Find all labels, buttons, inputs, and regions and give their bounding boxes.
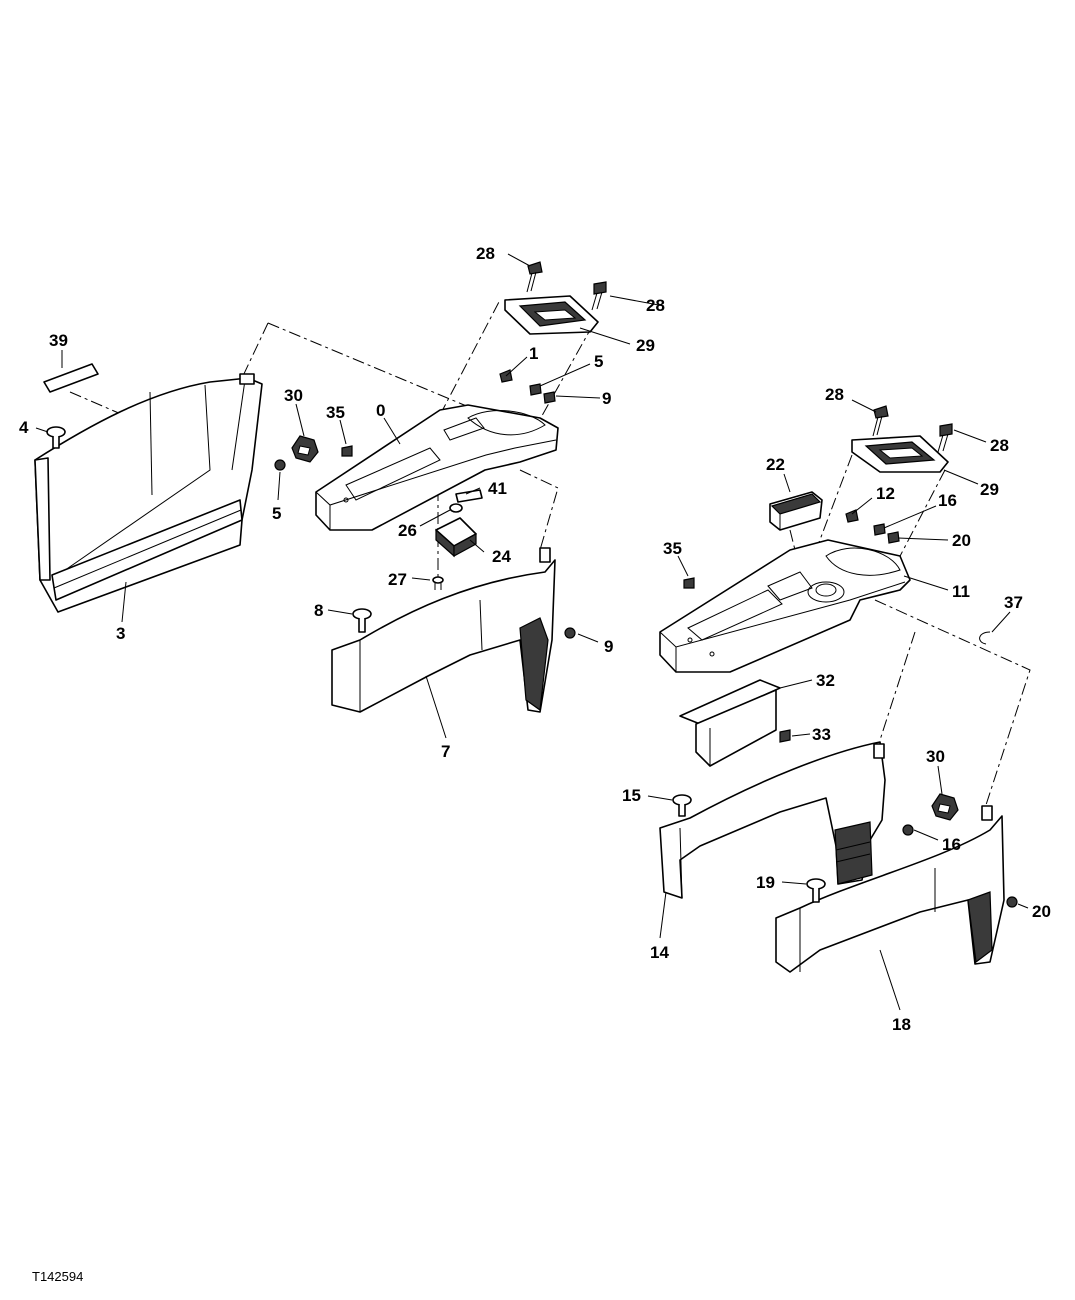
callout-9a: 9 (602, 389, 611, 408)
callout-14: 14 (650, 943, 669, 962)
nut-20b-part (1006, 896, 1018, 908)
callout-15: 15 (622, 786, 641, 805)
callout-11: 11 (952, 582, 970, 601)
screw-5a-part (529, 383, 542, 396)
clip-37-part (979, 631, 991, 645)
callout-1: 1 (529, 344, 538, 363)
callout-20a: 20 (952, 531, 971, 550)
callout-28d: 28 (990, 436, 1009, 455)
push-rivet-19-part (806, 878, 826, 903)
plug-35-left-part (341, 445, 353, 457)
push-rivet-4-part (46, 426, 66, 449)
screw-16a-part (873, 523, 886, 536)
push-rivet-15-part (672, 794, 692, 817)
callout-37: 37 (1004, 593, 1023, 612)
callout-26: 26 (398, 521, 417, 540)
callout-30a: 30 (284, 386, 303, 405)
callout-27: 27 (388, 570, 407, 589)
nut-16b-part (902, 824, 914, 836)
figure-id: T142594 (32, 1269, 83, 1284)
bracket-24-part (435, 517, 477, 558)
top-console-right-part (659, 539, 911, 673)
screw-28d-part (937, 423, 953, 453)
callout-5a: 5 (594, 352, 603, 371)
label-41-part (455, 489, 483, 503)
screw-27-part (432, 576, 444, 590)
callout-32: 32 (816, 671, 835, 690)
lower-panel-left-part (331, 547, 556, 713)
screw-20a-part (887, 531, 900, 544)
callout-3: 3 (116, 624, 125, 643)
callout-33: 33 (812, 725, 831, 744)
screw-12-part (845, 509, 859, 523)
screw-33-part (779, 729, 791, 743)
callout-12: 12 (876, 484, 895, 503)
alignment-lines-right (789, 454, 1031, 809)
switch-22-part (769, 491, 823, 531)
callout-19: 19 (756, 873, 775, 892)
top-console-left-part (315, 404, 559, 531)
screw-9a-part (543, 391, 556, 404)
upper-cover-left-part (504, 295, 599, 335)
screw-28c-part (872, 405, 889, 437)
rivet-26-part (449, 503, 463, 513)
callout-28a: 28 (476, 244, 495, 263)
callout-7: 7 (441, 742, 450, 761)
nut-9-part (564, 627, 576, 639)
label-decal-part (43, 363, 99, 393)
grommet-right-part (931, 793, 959, 821)
callout-29b: 29 (980, 480, 999, 499)
push-rivet-8-part (352, 608, 372, 633)
grommet-left-part (291, 435, 319, 463)
screw-28a-part (526, 261, 543, 293)
callout-30b: 30 (926, 747, 945, 766)
callout-16a: 16 (938, 491, 957, 510)
plug-35-right-part (683, 577, 695, 589)
callout-28c: 28 (825, 385, 844, 404)
lower-panel-front-right-part (659, 741, 886, 899)
callout-8: 8 (314, 601, 323, 620)
storage-tray-32-part (679, 679, 781, 767)
lower-panel-rear-right-part (775, 805, 1005, 973)
callout-5b: 5 (272, 504, 281, 523)
callout-9b: 9 (604, 637, 613, 656)
callout-39: 39 (49, 331, 68, 350)
callout-0: 0 (376, 401, 385, 420)
callout-28b: 28 (646, 296, 665, 315)
callout-4: 4 (19, 418, 29, 437)
callout-18: 18 (892, 1015, 911, 1034)
screw-28b-part (591, 281, 607, 311)
upper-cover-right-part (851, 435, 949, 473)
nut-5-left-part (274, 459, 286, 471)
callout-35a: 35 (326, 403, 345, 422)
callout-24: 24 (492, 547, 511, 566)
callout-labels: 28 28 29 1 5 9 39 30 35 0 4 5 41 26 24 2… (19, 244, 1051, 1034)
callout-16b: 16 (942, 835, 961, 854)
callout-35b: 35 (663, 539, 682, 558)
callout-22: 22 (766, 455, 785, 474)
left-side-panel-part (34, 373, 263, 613)
leader-lines (35, 253, 1029, 1011)
callout-41: 41 (488, 479, 507, 498)
callout-29a: 29 (636, 336, 655, 355)
callout-20b: 20 (1032, 902, 1051, 921)
